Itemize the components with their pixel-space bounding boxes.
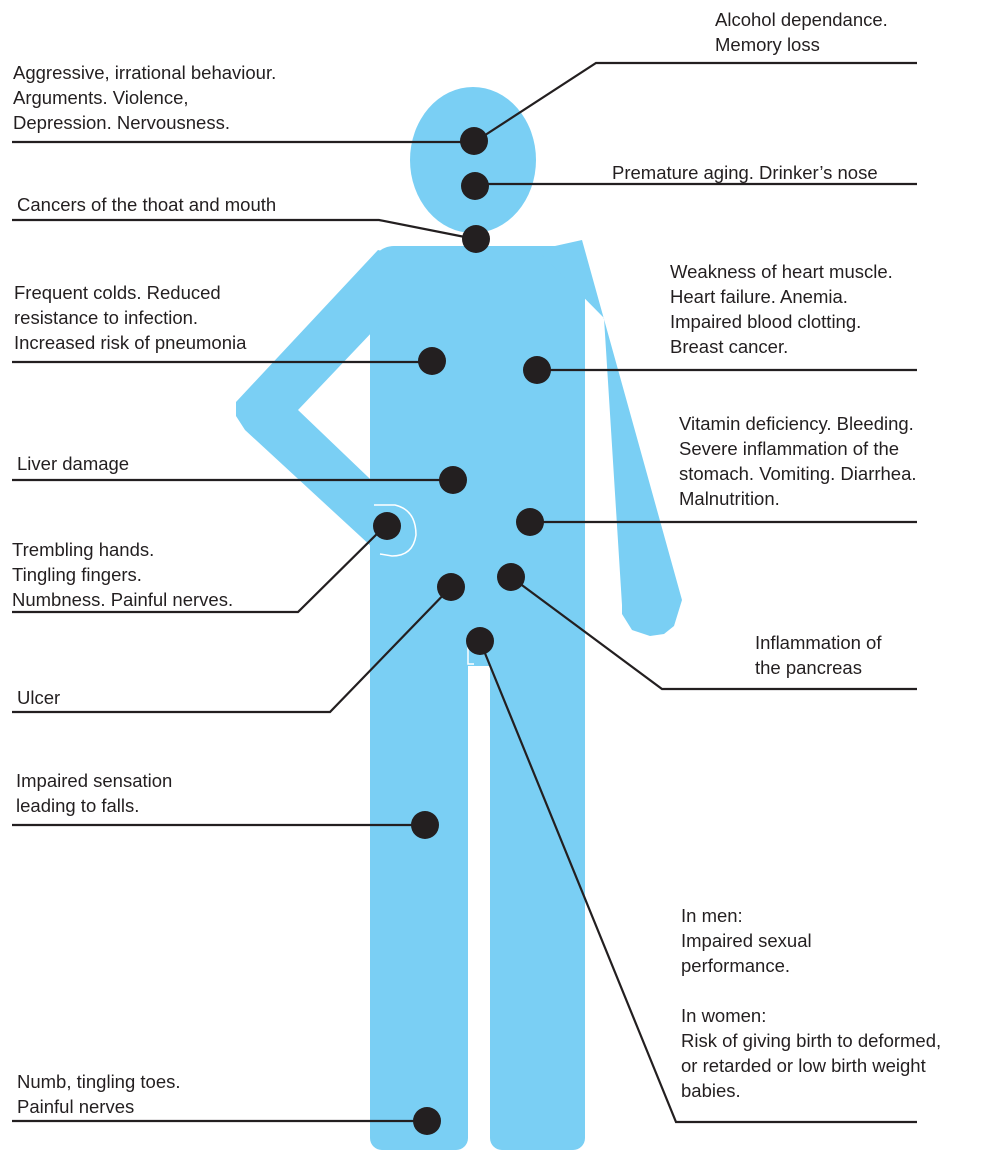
- leader-lines: [12, 61, 917, 1124]
- label-line: Impaired sexual: [681, 930, 812, 951]
- label-line: Increased risk of pneumonia: [14, 332, 247, 353]
- marker-lungs: [418, 347, 446, 375]
- marker-pancreas: [497, 563, 525, 591]
- label-line: babies.: [681, 1080, 741, 1101]
- label-line: stomach. Vomiting. Diarrhea.: [679, 463, 917, 484]
- label-line: Memory loss: [715, 34, 820, 55]
- label-behaviour: Aggressive, irrational behaviour. Argume…: [13, 60, 276, 135]
- label-women-heading: In women:: [681, 1005, 767, 1026]
- label-reproduction: In men: Impaired sexual performance. In …: [681, 903, 941, 1103]
- label-line: Breast cancer.: [670, 336, 789, 357]
- label-spacer: [681, 978, 941, 1003]
- left-arm: [236, 250, 405, 560]
- marker-groin: [466, 627, 494, 655]
- marker-liver: [439, 466, 467, 494]
- label-line: Vitamin deficiency. Bleeding.: [679, 413, 914, 434]
- label-line: Ulcer: [17, 687, 61, 708]
- label-line: performance.: [681, 955, 790, 976]
- marker-brain: [460, 127, 488, 155]
- leader-ulcer: [12, 586, 452, 714]
- marker-foot: [413, 1107, 441, 1135]
- label-line: Cancers of the thoat and mouth: [17, 194, 277, 215]
- label-line: Premature aging. Drinker’s nose: [612, 162, 878, 183]
- highlight-outlines: [374, 504, 474, 665]
- label-impaired-sensation: Impaired sensation leading to falls.: [16, 768, 172, 818]
- label-throat-cancer: Cancers of the thoat and mouth: [17, 192, 276, 217]
- leader-alcohol: [475, 61, 917, 142]
- label-line: Weakness of heart muscle.: [670, 261, 893, 282]
- label-frequent-colds: Frequent colds. Reduced resistance to in…: [14, 280, 246, 355]
- head: [410, 87, 536, 233]
- marker-throat: [462, 225, 490, 253]
- label-premature-aging: Premature aging. Drinker’s nose: [612, 160, 878, 185]
- label-pancreas: Inflammation of the pancreas: [755, 630, 881, 680]
- label-line: Impaired sensation: [16, 770, 173, 791]
- label-line: Tingling fingers.: [12, 564, 142, 585]
- label-line: Arguments. Violence,: [13, 87, 189, 108]
- label-line: Heart failure. Anemia.: [670, 286, 848, 307]
- label-liver-damage: Liver damage: [17, 451, 129, 476]
- label-line: Trembling hands.: [12, 539, 155, 560]
- leader-reproduction: [478, 640, 917, 1124]
- left-leg: [370, 600, 468, 1150]
- leader-hands: [12, 524, 387, 614]
- label-line: Frequent colds. Reduced: [14, 282, 221, 303]
- leader-pancreas: [510, 576, 917, 691]
- label-line: the pancreas: [755, 657, 862, 678]
- label-line: Numb, tingling toes.: [17, 1071, 181, 1092]
- hand-outline: [374, 504, 417, 557]
- crotch-gap: [467, 644, 474, 665]
- label-stomach: Vitamin deficiency. Bleeding. Severe inf…: [679, 411, 917, 511]
- label-line: Liver damage: [17, 453, 130, 474]
- human-silhouette: [236, 87, 682, 1150]
- marker-hand: [373, 512, 401, 540]
- label-men-heading: In men:: [681, 905, 743, 926]
- label-line: or retarded or low birth weight: [681, 1055, 926, 1076]
- label-line: Numbness. Painful nerves.: [12, 589, 234, 610]
- marker-heart: [523, 356, 551, 384]
- marker-ulcer: [437, 573, 465, 601]
- label-line: Depression. Nervousness.: [13, 112, 230, 133]
- label-line: resistance to infection.: [14, 307, 199, 328]
- label-ulcer: Ulcer: [17, 685, 60, 710]
- label-heart: Weakness of heart muscle. Heart failure.…: [670, 259, 893, 359]
- right-arm: [537, 240, 682, 636]
- marker-thigh: [411, 811, 439, 839]
- marker-nose: [461, 172, 489, 200]
- label-line: Inflammation of: [755, 632, 882, 653]
- label-line: Risk of giving birth to deformed,: [681, 1030, 942, 1051]
- label-line: Aggressive, irrational behaviour.: [13, 62, 277, 83]
- label-line: leading to falls.: [16, 795, 140, 816]
- label-numb-toes: Numb, tingling toes. Painful nerves: [17, 1069, 181, 1119]
- label-line: Impaired blood clotting.: [670, 311, 862, 332]
- label-line: Painful nerves: [17, 1096, 135, 1117]
- label-trembling-hands: Trembling hands. Tingling fingers. Numbn…: [12, 537, 233, 612]
- label-alcohol-dependence: Alcohol dependance. Memory loss: [715, 7, 888, 57]
- markers: [373, 127, 551, 1135]
- label-line: Severe inflammation of the: [679, 438, 900, 459]
- marker-stomach: [516, 508, 544, 536]
- leader-throat: [12, 218, 476, 241]
- label-line: Malnutrition.: [679, 488, 780, 509]
- label-line: Alcohol dependance.: [715, 9, 888, 30]
- right-leg: [490, 600, 585, 1150]
